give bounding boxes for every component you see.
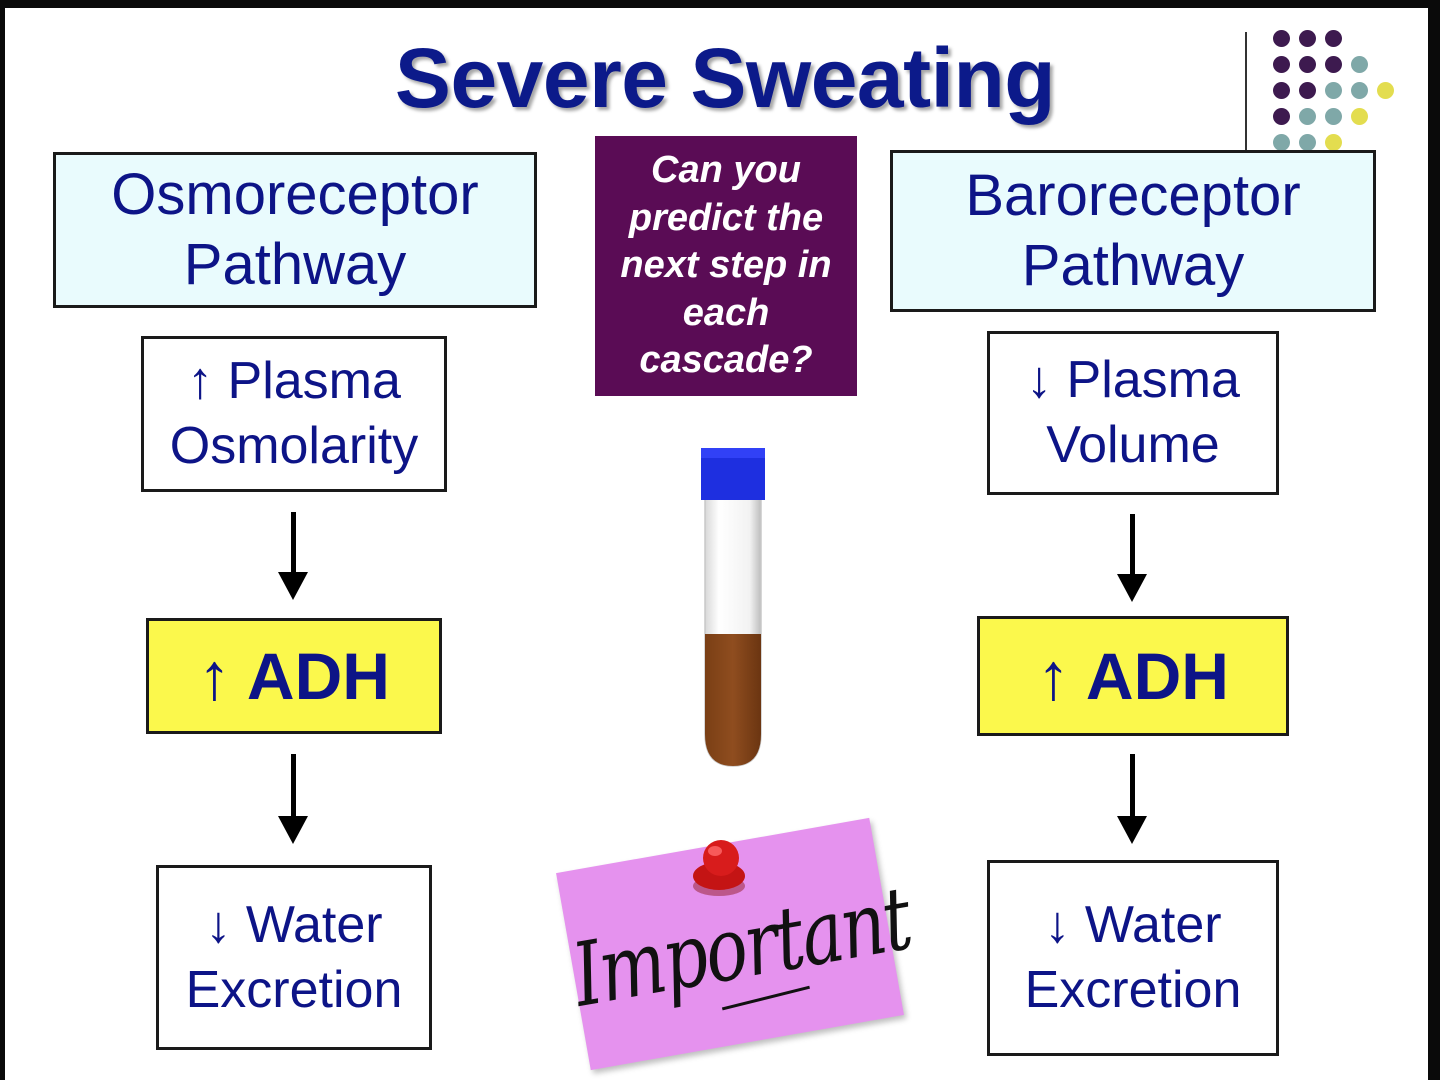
decorative-dot: [1351, 82, 1368, 99]
decorative-dot: [1325, 56, 1342, 73]
step-line: ↓ Water: [205, 895, 383, 954]
decorative-dot: [1299, 82, 1316, 99]
question-line: next step in: [620, 244, 832, 287]
decorative-dot: [1351, 56, 1368, 73]
header-line: Pathway: [1021, 233, 1245, 298]
decorative-dot: [1299, 108, 1316, 125]
decorative-dot: [1325, 108, 1342, 125]
left-adh-box: ↑ ADH: [146, 618, 442, 734]
down-arrow-icon: [1112, 514, 1152, 602]
decorative-dot: [1325, 82, 1342, 99]
question-line: cascade?: [639, 339, 813, 382]
down-arrow-icon: [1112, 754, 1152, 844]
step-line: Excretion: [185, 960, 403, 1019]
right-adh-box: ↑ ADH: [977, 616, 1289, 736]
right-water-excretion-box: ↓ Water Excretion: [987, 860, 1279, 1056]
step-line: ↑ Plasma: [187, 352, 401, 410]
push-pin-icon: [693, 840, 745, 896]
baroreceptor-pathway-header: Baroreceptor Pathway: [890, 150, 1376, 312]
header-divider: [1245, 32, 1247, 152]
decorative-dot: [1273, 108, 1290, 125]
decorative-dot: [1377, 82, 1394, 99]
decorative-dot: [1273, 56, 1290, 73]
left-water-excretion-box: ↓ Water Excretion: [156, 865, 432, 1050]
plasma-volume-box: ↓ Plasma Volume: [987, 331, 1279, 495]
question-line: each: [682, 291, 770, 334]
decorative-dot: [1299, 134, 1316, 151]
header-line: Osmoreceptor: [111, 162, 479, 228]
decorative-dot-grid: [1273, 30, 1413, 160]
slide: Severe Sweating Osmoreceptor Pathway ↑ P…: [5, 8, 1428, 1080]
question-box: Can you predict the next step in each ca…: [595, 136, 857, 396]
header-line: Pathway: [183, 232, 407, 297]
header-line: Baroreceptor: [965, 163, 1301, 229]
down-arrow-icon: [273, 512, 313, 600]
step-line: ↓ Plasma: [1026, 351, 1240, 409]
decorative-dot: [1273, 134, 1290, 151]
slide-title: Severe Sweating: [394, 31, 1056, 125]
question-line: Can you: [651, 149, 801, 192]
plasma-osmolarity-box: ↑ Plasma Osmolarity: [141, 336, 447, 492]
step-line: Volume: [1046, 416, 1220, 474]
decorative-dot: [1273, 30, 1290, 47]
step-line: Excretion: [1024, 961, 1242, 1019]
down-arrow-icon: [273, 754, 313, 844]
step-line: ↓ Water: [1044, 896, 1222, 954]
decorative-dot: [1299, 56, 1316, 73]
test-tube-icon: [701, 448, 765, 767]
osmoreceptor-pathway-header: Osmoreceptor Pathway: [53, 152, 537, 308]
decorative-dot: [1273, 82, 1290, 99]
decorative-dot: [1351, 108, 1368, 125]
step-line: Osmolarity: [169, 417, 419, 475]
decorative-dot: [1325, 30, 1342, 47]
decorative-dot: [1299, 30, 1316, 47]
question-line: predict the: [628, 196, 824, 239]
decorative-dot: [1325, 134, 1342, 151]
